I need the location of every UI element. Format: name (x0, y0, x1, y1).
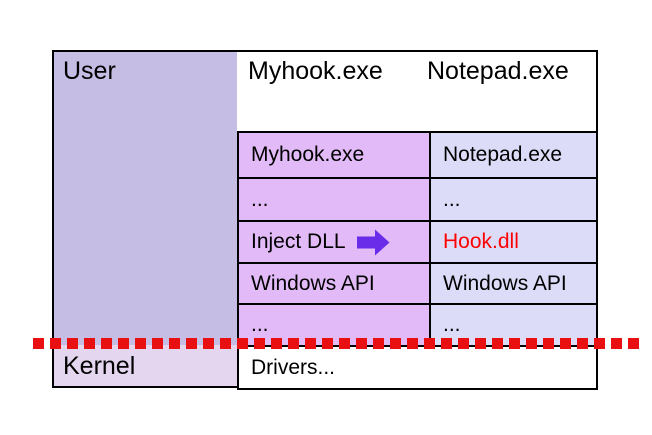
inject-arrow-shape (356, 229, 390, 255)
drivers-cell: Drivers... (237, 345, 598, 390)
process-header-notepad: Notepad.exe (427, 57, 569, 85)
myhook-module-cell: Myhook.exe (237, 131, 431, 179)
myhook-ellipsis-cell: ... (237, 177, 431, 222)
notepad-module-cell: Notepad.exe (429, 131, 598, 179)
kernel-zone-label: Kernel (63, 352, 136, 380)
notepad-winapi-cell: Windows API (429, 262, 598, 305)
user-zone-label: User (63, 57, 116, 85)
table-row: Myhook.exe Notepad.exe (237, 131, 598, 179)
inject-arrow-icon (356, 229, 390, 255)
user-kernel-boundary-line (33, 338, 639, 349)
table-row: ... ... (237, 177, 598, 222)
table-row: Windows API Windows API (237, 262, 598, 305)
table-row: Drivers... (237, 345, 598, 390)
kernel-zone-panel (54, 345, 237, 386)
process-header-myhook: Myhook.exe (248, 57, 383, 85)
inject-dll-label: Inject DLL (251, 230, 346, 253)
hook-dll-cell: Hook.dll (429, 220, 598, 264)
process-stack-table: Myhook.exe Notepad.exe ... ... Inject DL… (237, 131, 598, 390)
myhook-winapi-cell: Windows API (237, 262, 431, 305)
notepad-ellipsis-cell: ... (429, 177, 598, 222)
user-zone-panel (54, 52, 237, 345)
inject-dll-cell: Inject DLL (237, 220, 431, 264)
table-row: Inject DLL Hook.dll (237, 220, 598, 264)
